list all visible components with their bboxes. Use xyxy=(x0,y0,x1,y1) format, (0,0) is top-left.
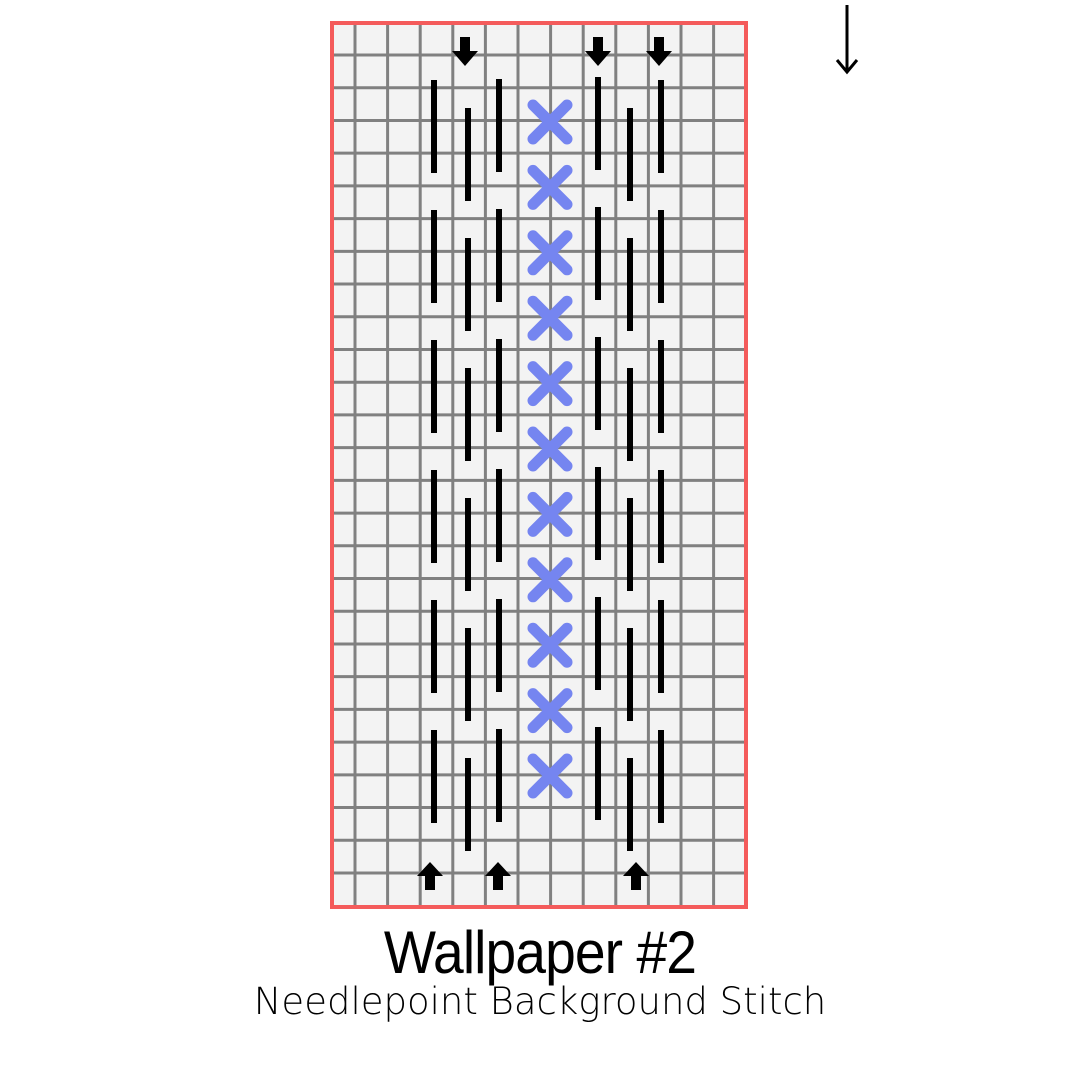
cross-stitch xyxy=(527,295,573,341)
cross-stitch-arm xyxy=(527,753,573,799)
arrow-down-icon xyxy=(585,37,611,66)
frame-border xyxy=(330,21,748,909)
cross-stitch-arm xyxy=(527,426,573,472)
cross-stitch xyxy=(527,426,573,472)
diagram-subtitle: Needlepoint Background Stitch xyxy=(253,980,827,1023)
arrow-down-icon xyxy=(646,37,672,66)
cross-stitch-arm xyxy=(527,491,573,537)
diagram-title: Wallpaper #2 xyxy=(383,919,697,986)
cross-stitch xyxy=(527,688,573,734)
cross-stitch-arm xyxy=(527,295,573,341)
arrow-up-icon xyxy=(417,862,443,890)
cross-stitch-arm xyxy=(527,230,573,276)
cross-stitch-arm xyxy=(527,557,573,603)
cross-stitch xyxy=(527,557,573,603)
cross-stitch xyxy=(527,361,573,407)
cross-stitch xyxy=(527,230,573,276)
cross-stitch xyxy=(527,164,573,210)
cross-stitch-arm xyxy=(527,688,573,734)
arrow-up-icon xyxy=(485,862,511,890)
cross-stitch-arm xyxy=(527,99,573,145)
cross-stitch xyxy=(527,622,573,668)
cross-stitch-arm xyxy=(527,622,573,668)
cross-stitch xyxy=(527,753,573,799)
cross-stitch xyxy=(527,99,573,145)
cross-stitch-arm xyxy=(527,164,573,210)
arrow-down-icon xyxy=(835,59,859,75)
arrow-up-icon xyxy=(623,862,649,890)
arrow-down-icon xyxy=(452,37,478,66)
cross-stitch xyxy=(527,491,573,537)
cross-stitch-arm xyxy=(527,361,573,407)
